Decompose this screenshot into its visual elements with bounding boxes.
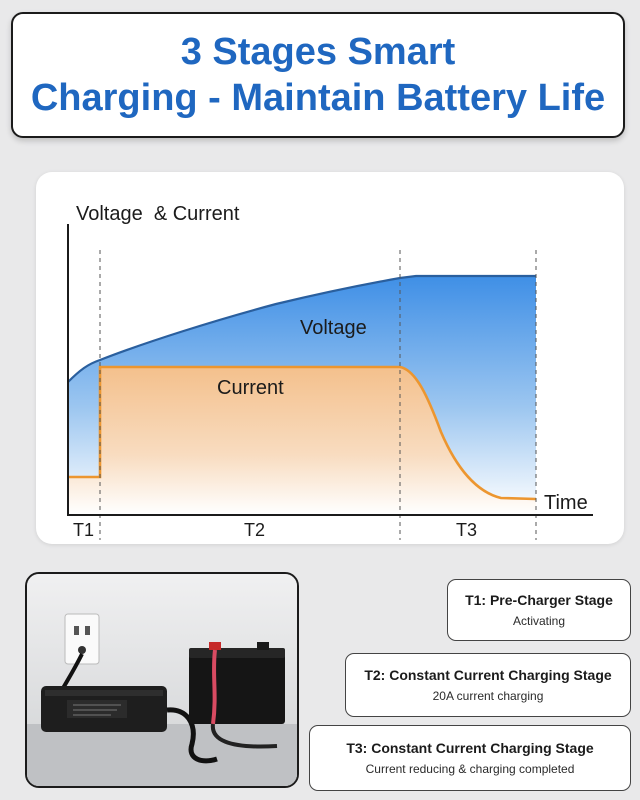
output-cable [166, 707, 218, 764]
title-line-2: Charging - Maintain Battery Life [30, 77, 606, 119]
wall-outlet-icon [64, 613, 100, 665]
stage-label-t1: T1 [73, 520, 94, 540]
x-axis-label: Time [544, 492, 588, 514]
stage-t1-desc: Activating [512, 614, 566, 628]
stage-label-t3: T3 [456, 520, 477, 540]
battery-charger-photo [25, 572, 299, 788]
battery-lead [210, 723, 278, 749]
stage-card-t1: T1: Pre-Charger Stage Activating [447, 579, 631, 641]
charging-chart: Voltage & Current Time Voltage Current T… [67, 203, 593, 540]
stage-t2-title: T2: Constant Current Charging Stage [364, 667, 612, 683]
stage-t1-title: T1: Pre-Charger Stage [465, 592, 613, 608]
voltage-series-label: Voltage [300, 317, 367, 339]
charger-illustration [27, 574, 297, 786]
title-banner: 3 Stages Smart Charging - Maintain Batte… [11, 12, 625, 138]
stage-t3-desc: Current reducing & charging completed [365, 762, 575, 776]
y-axis-label: Voltage & Current [76, 203, 240, 225]
stage-t2-desc: 20A current charging [432, 689, 544, 703]
battery-icon [189, 642, 285, 725]
current-series-label: Current [217, 377, 284, 399]
stage-card-t2: T2: Constant Current Charging Stage 20A … [345, 653, 631, 717]
voltage-line [67, 274, 536, 383]
stage-label-t2: T2 [244, 520, 265, 540]
charger-unit-icon [41, 686, 167, 732]
stage-t3-title: T3: Constant Current Charging Stage [346, 740, 594, 756]
stage-card-t3: T3: Constant Current Charging Stage Curr… [309, 725, 631, 791]
title-line-1: 3 Stages Smart [180, 31, 456, 73]
current-line [68, 365, 537, 501]
charging-chart-card: Voltage & Current Time Voltage Current T… [36, 172, 624, 544]
current-area [68, 367, 536, 514]
